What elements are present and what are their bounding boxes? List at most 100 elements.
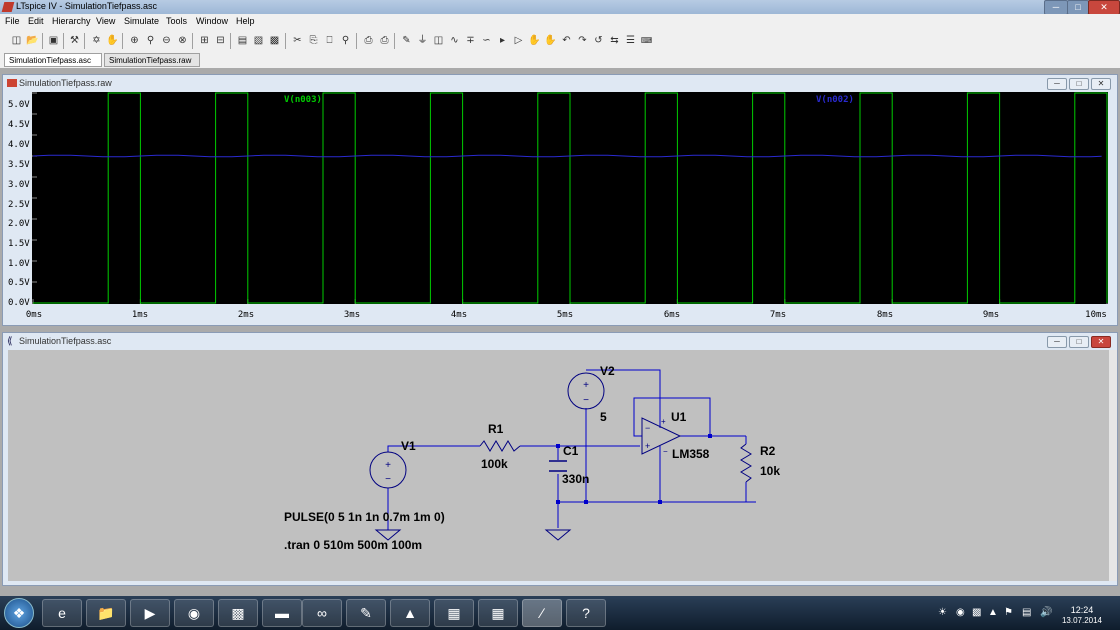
- x-tick-label: 4ms: [450, 310, 468, 320]
- tab-schematic[interactable]: SimulationTiefpass.asc: [4, 53, 102, 67]
- pan-icon[interactable]: ⚲: [146, 35, 155, 46]
- tray-icon[interactable]: ◉: [956, 607, 965, 618]
- control-panel-icon[interactable]: ⚒: [70, 35, 79, 46]
- network-tray-icon[interactable]: ▤: [1022, 607, 1032, 618]
- menu-simulate[interactable]: Simulate: [124, 16, 160, 26]
- paste-icon[interactable]: ⎕: [326, 35, 333, 46]
- waveform-close-button[interactable]: ✕: [1091, 78, 1111, 90]
- show-netlist-icon[interactable]: ⊟: [216, 35, 225, 46]
- c1-capacitor-symbol[interactable]: [549, 460, 567, 472]
- halt-icon[interactable]: ✋: [106, 35, 119, 46]
- schematic-scrollbar[interactable]: [1109, 350, 1117, 581]
- menu-view[interactable]: View: [96, 16, 116, 26]
- inductor-icon[interactable]: ∽: [482, 35, 491, 46]
- help-icon[interactable]: ?: [566, 599, 606, 627]
- ground-symbol[interactable]: [374, 529, 402, 541]
- menu-window[interactable]: Window: [196, 16, 229, 26]
- waveform-minimize-button[interactable]: ─: [1047, 78, 1067, 90]
- trace-label-v-n002: V(n002): [816, 95, 854, 105]
- v2-source-symbol[interactable]: + −: [567, 372, 605, 410]
- redo-icon[interactable]: ↷: [578, 35, 587, 46]
- tab-waveform[interactable]: SimulationTiefpass.raw: [104, 53, 200, 67]
- label-net-icon[interactable]: ◫: [433, 35, 444, 46]
- menu-file[interactable]: File: [5, 16, 20, 26]
- start-button[interactable]: ❖: [4, 598, 34, 628]
- schematic-close-button[interactable]: ✕: [1091, 336, 1111, 348]
- tran-directive[interactable]: .tran 0 510m 500m 100m: [284, 538, 422, 552]
- text-icon[interactable]: ☰: [626, 35, 635, 46]
- maximize-button[interactable]: □: [1067, 0, 1089, 15]
- diode-icon[interactable]: ▸: [499, 35, 506, 46]
- ground-symbol[interactable]: [544, 529, 572, 541]
- u1-opamp-symbol[interactable]: − + + −: [641, 417, 682, 456]
- window-title: LTspice IV - SimulationTiefpass.asc: [16, 1, 158, 11]
- open-folder-icon[interactable]: 📂: [26, 35, 39, 46]
- schematic-canvas[interactable]: + − + − − + + −: [8, 350, 1110, 581]
- ltspice-taskbar-icon[interactable]: ∕: [522, 599, 562, 627]
- menu-hierarchy[interactable]: Hierarchy: [52, 16, 91, 26]
- schematic-minimize-button[interactable]: ─: [1047, 336, 1067, 348]
- run-icon[interactable]: ✡: [92, 35, 101, 46]
- cascade-icon[interactable]: ▩: [269, 35, 280, 46]
- menu-edit[interactable]: Edit: [28, 16, 44, 26]
- wire-icon[interactable]: ✎: [402, 35, 411, 46]
- notes-icon[interactable]: ✎: [346, 599, 386, 627]
- find-icon[interactable]: ⚲: [341, 35, 350, 46]
- drag-icon[interactable]: ✋: [544, 35, 557, 46]
- print-setup-icon[interactable]: ⎙: [364, 35, 373, 46]
- undo-icon[interactable]: ↶: [562, 35, 571, 46]
- spice-directive-icon[interactable]: ⌨: [640, 36, 653, 45]
- tray-icon[interactable]: ▲: [988, 607, 998, 618]
- zoom-out-icon[interactable]: ⊖: [162, 35, 171, 46]
- capacitor-icon[interactable]: ∓: [466, 35, 475, 46]
- waveform-plot[interactable]: V(n003)V(n002): [32, 92, 1108, 304]
- ground-icon[interactable]: ⏚: [417, 35, 428, 46]
- r1-resistor-symbol[interactable]: [479, 440, 521, 452]
- junction-dots: [556, 434, 712, 504]
- rotate-icon[interactable]: ↺: [594, 35, 603, 46]
- x-tick-label: 10ms: [1085, 310, 1107, 320]
- firefox-icon[interactable]: ◉: [174, 599, 214, 627]
- r1-value: 100k: [481, 457, 508, 471]
- volume-icon[interactable]: 🔊: [1040, 607, 1053, 618]
- print-icon[interactable]: ⎙: [380, 35, 389, 46]
- pulse-directive[interactable]: PULSE(0 5 1n 1n 0.7m 1m 0): [284, 510, 445, 524]
- svg-text:+: +: [583, 380, 589, 391]
- menu-help[interactable]: Help: [236, 16, 255, 26]
- network-icon[interactable]: ▦: [434, 599, 474, 627]
- component-icon[interactable]: ▷: [514, 35, 523, 46]
- save-icon[interactable]: ▣: [48, 35, 59, 46]
- waveform-restore-button[interactable]: □: [1069, 78, 1089, 90]
- internet-explorer-icon[interactable]: e: [42, 599, 82, 627]
- arduino-icon[interactable]: ∞: [302, 599, 342, 627]
- minimize-button[interactable]: ─: [1044, 0, 1068, 15]
- mirror-icon[interactable]: ⇆: [610, 35, 619, 46]
- device-icon[interactable]: ▬: [262, 599, 302, 627]
- tile-horizontal-icon[interactable]: ▤: [237, 35, 248, 46]
- calculator-icon[interactable]: ▦: [478, 599, 518, 627]
- media-player-icon[interactable]: ▶: [130, 599, 170, 627]
- app-icon-red[interactable]: ▲: [390, 599, 430, 627]
- schematic-restore-button[interactable]: □: [1069, 336, 1089, 348]
- taskbar: ❖ e 📁 ▶ ◉ ▩ ▬ ∞ ✎ ▲ ▦ ▦ ∕ ? ☀ ◉ ▩ ▲ ⚑ ▤ …: [0, 596, 1120, 630]
- cut-icon[interactable]: ✂: [293, 35, 302, 46]
- zoom-fit-icon[interactable]: ⊗: [178, 35, 187, 46]
- zoom-in-icon[interactable]: ⊕: [130, 35, 139, 46]
- tray-icon[interactable]: ▩: [972, 607, 982, 618]
- tile-vertical-icon[interactable]: ▧: [253, 35, 264, 46]
- remote-desktop-icon[interactable]: ▩: [218, 599, 258, 627]
- copy-icon[interactable]: ⎘: [309, 35, 318, 46]
- tray-icon[interactable]: ☀: [938, 607, 947, 618]
- clock-time[interactable]: 12:24: [1070, 605, 1094, 615]
- flag-icon[interactable]: ⚑: [1004, 607, 1013, 618]
- new-schematic-icon[interactable]: ◫: [11, 35, 22, 46]
- r2-resistor-symbol[interactable]: [740, 443, 752, 483]
- clock-date[interactable]: 13.07.2014: [1061, 616, 1103, 625]
- menu-tools[interactable]: Tools: [166, 16, 188, 26]
- v1-source-symbol[interactable]: + −: [369, 451, 407, 489]
- autorange-icon[interactable]: ⊞: [200, 35, 209, 46]
- file-explorer-icon[interactable]: 📁: [86, 599, 126, 627]
- close-button[interactable]: ✕: [1088, 0, 1120, 15]
- move-icon[interactable]: ✋: [528, 35, 541, 46]
- resistor-icon[interactable]: ∿: [450, 35, 459, 46]
